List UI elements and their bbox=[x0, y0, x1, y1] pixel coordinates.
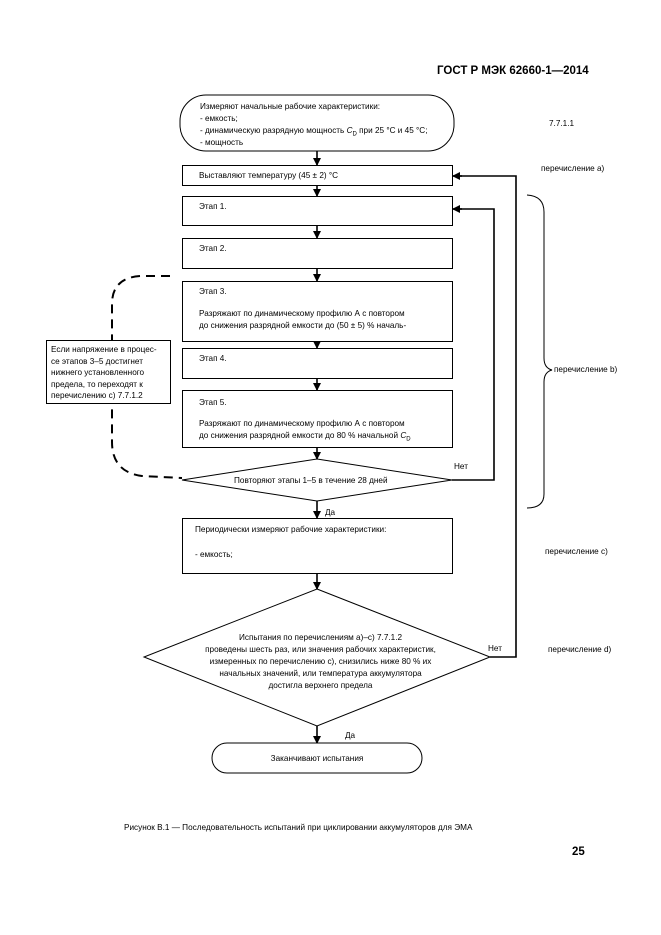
cd-subscript: D bbox=[352, 131, 357, 138]
voltage-limit-note: Если напряжение в процес- се этапов 3–5 … bbox=[46, 340, 171, 404]
stage-5-cd-symbol: C bbox=[400, 431, 407, 440]
step-set-temperature: Выставляют температуру (45 ± 2) °С bbox=[182, 165, 453, 186]
stage-3-line1: Разряжают по динамическому профилю А с п… bbox=[199, 309, 405, 318]
start-item-dynamic-power: - динамическую разрядную мощность CD при… bbox=[200, 125, 428, 141]
label-enum-c: перечисление с) bbox=[545, 547, 608, 556]
voltage-note-line: предела, то переходят к bbox=[51, 379, 143, 389]
stage-4-box: Этап 4. bbox=[182, 348, 453, 379]
start-item-dynamic-power-text: - динамическую разрядную мощность bbox=[200, 126, 347, 135]
stage-1-box: Этап 1. bbox=[182, 196, 453, 226]
step-set-temperature-text: Выставляют температуру (45 ± 2) °С bbox=[199, 171, 339, 180]
label-enum-b: перечисление b) bbox=[554, 365, 618, 374]
label-no-1: Нет bbox=[454, 462, 468, 471]
decision-finish-line: Испытания по перечислениям а)–с) 7.7.1.2 bbox=[238, 633, 403, 642]
periodic-measure-item: - емкость; bbox=[195, 550, 233, 559]
voltage-note-line: Если напряжение в процес- bbox=[51, 345, 157, 354]
stage-5-line2: до снижения разрядной емкости до 80 % на… bbox=[199, 430, 411, 446]
ref-7-7-1-1: 7.7.1.1 bbox=[549, 119, 575, 128]
cd-symbol: C bbox=[346, 126, 353, 135]
end-terminal-shape bbox=[211, 742, 423, 774]
stage-5-cd-subscript: D bbox=[406, 436, 411, 443]
stage-5-box: Этап 5. Разряжают по динамическому профи… bbox=[182, 390, 453, 448]
stage-3-label: Этап 3. bbox=[199, 287, 227, 296]
decision-repeat-text: Повторяют этапы 1–5 в течение 28 дней bbox=[234, 476, 388, 485]
decision-finish-line: измеренных по перечислению с), снизились… bbox=[209, 657, 432, 666]
figure-caption: Рисунок В.1 — Последовательность испытан… bbox=[124, 823, 473, 832]
periodic-measure-box: Периодически измеряют рабочие характерис… bbox=[182, 518, 453, 574]
stage-2-label: Этап 2. bbox=[199, 244, 227, 253]
stage-3-box: Этап 3. Разряжают по динамическому профи… bbox=[182, 281, 453, 342]
start-item-power: - мощность bbox=[200, 138, 244, 147]
stage-4-label: Этап 4. bbox=[199, 354, 227, 363]
label-enum-d: перечисление d) bbox=[548, 645, 612, 654]
stage-5-label: Этап 5. bbox=[199, 398, 227, 407]
voltage-note-line: се этапов 3–5 достигнет bbox=[51, 356, 143, 366]
stage-5-line2-text: до снижения разрядной емкости до 80 % на… bbox=[199, 431, 401, 440]
stage-5-line1: Разряжают по динамическому профилю А с п… bbox=[199, 419, 405, 428]
decision-finish-line: проведены шесть раз, или значения рабочи… bbox=[205, 645, 436, 654]
start-title: Измеряют начальные рабочие характеристик… bbox=[200, 102, 381, 111]
start-item-dynamic-power-temps: при 25 °С и 45 °С; bbox=[356, 126, 428, 135]
periodic-measure-title: Периодически измеряют рабочие характерис… bbox=[195, 525, 387, 534]
stage-2-box: Этап 2. bbox=[182, 238, 453, 269]
voltage-note-line: перечислению с) 7.7.1.2 bbox=[51, 391, 143, 400]
label-enum-a: перечисление а) bbox=[541, 164, 605, 173]
document-standard-id: ГОСТ Р МЭК 62660-1—2014 bbox=[437, 65, 589, 77]
label-no-2: Нет bbox=[488, 644, 502, 653]
decision-repeat-shape bbox=[181, 458, 453, 502]
start-item-capacity: - емкость; bbox=[200, 114, 238, 123]
decision-finish-line: начальных значений, или температура акку… bbox=[219, 669, 422, 678]
decision-finish-line: достигла верхнего предела bbox=[268, 681, 373, 690]
end-terminal-text: Заканчивают испытания bbox=[270, 754, 364, 763]
page-number: 25 bbox=[572, 846, 585, 858]
voltage-note-line: нижнего установленного bbox=[51, 368, 145, 377]
decision-finish-shape bbox=[142, 588, 492, 727]
label-yes-2: Да bbox=[345, 731, 356, 740]
stage-1-label: Этап 1. bbox=[199, 202, 227, 211]
label-yes-1: Да bbox=[325, 508, 336, 517]
stage-3-line2: до снижения разрядной емкости до (50 ± 5… bbox=[199, 321, 407, 330]
